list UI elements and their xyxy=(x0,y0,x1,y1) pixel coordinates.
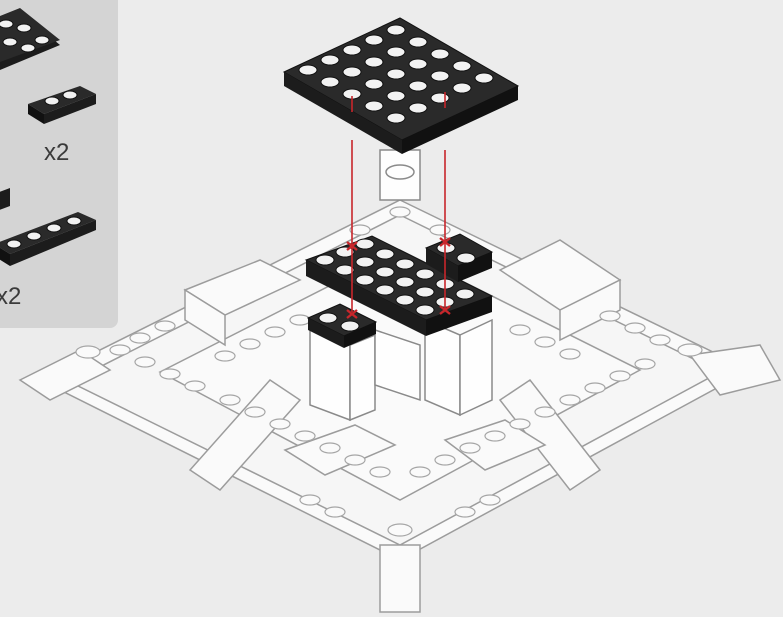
black-plate-6x6-piece xyxy=(284,18,518,154)
